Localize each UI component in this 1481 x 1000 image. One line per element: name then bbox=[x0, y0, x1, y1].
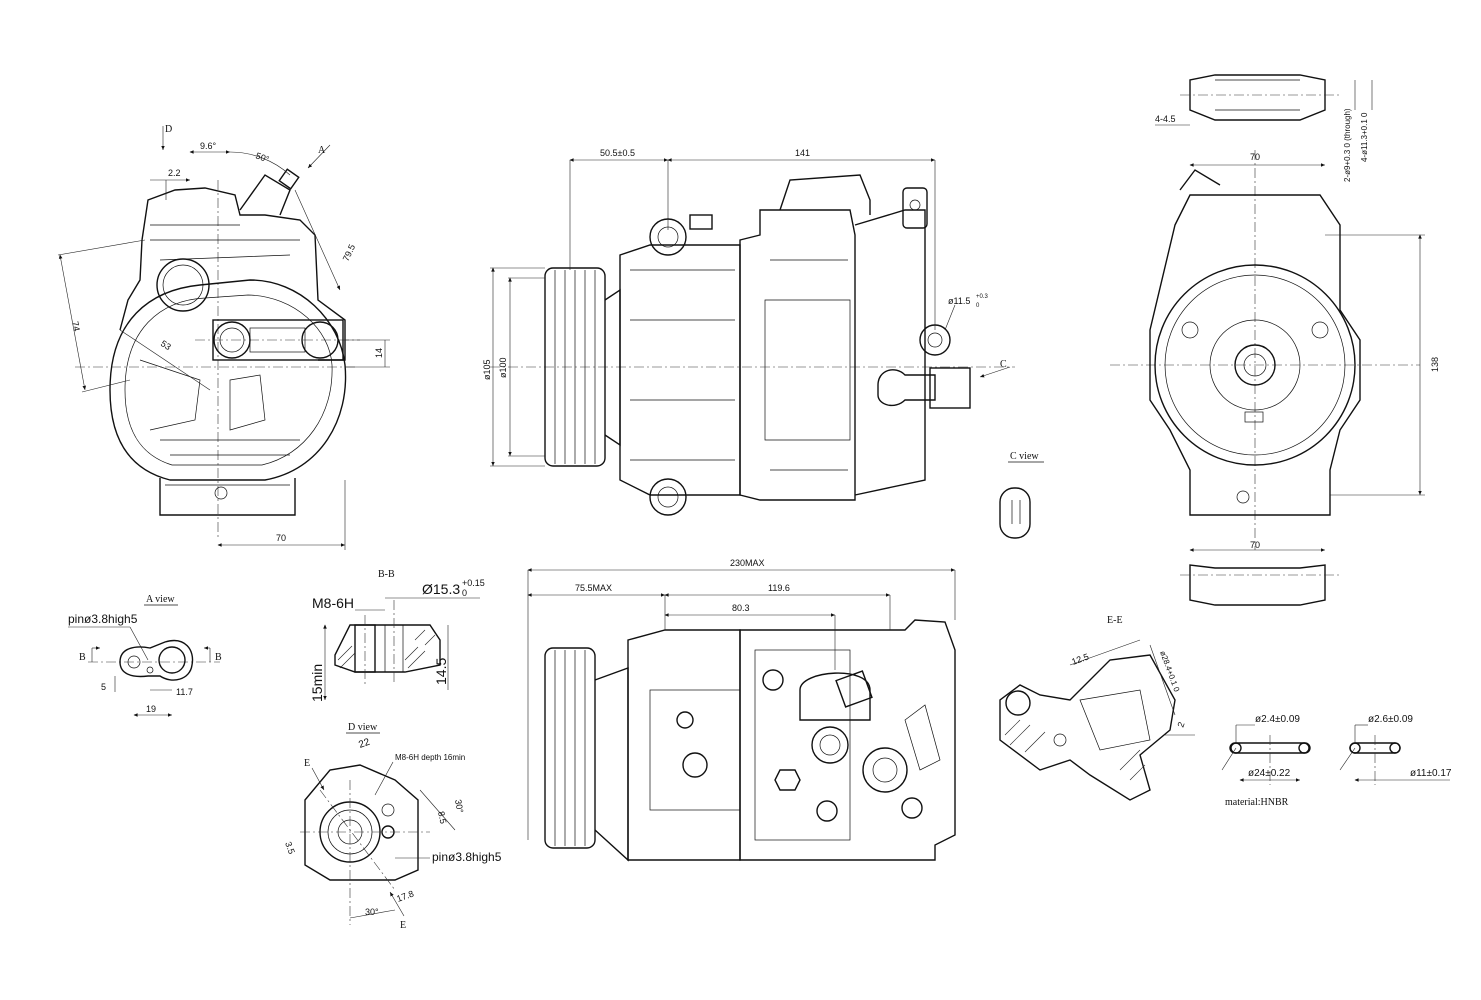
o-ring-1: ø2.4±0.09 ø24±0.22 material:HNBR bbox=[1221, 714, 1311, 808]
ee-section-detail: E-E 12.5 ø28.4+0.1 0 2 bbox=[999, 615, 1195, 801]
ee-dim-28.4: ø28.4+0.1 0 bbox=[1158, 650, 1181, 694]
dim-50.5: 50.5±0.5 bbox=[600, 148, 635, 158]
svg-text:+0.15: +0.15 bbox=[462, 578, 485, 588]
bb-bore: Ø15.3 bbox=[422, 581, 460, 597]
dim-4-4.5: 4-4.5 bbox=[1155, 114, 1176, 124]
o-ring-2: ø2.6±0.09 ø11±0.17 bbox=[1339, 714, 1452, 785]
d-pin-note: pinø3.8high5 bbox=[432, 850, 502, 864]
dim-through-holes: 2-ø9+0.3 0 (through) bbox=[1343, 108, 1352, 182]
section-b-right: B bbox=[215, 652, 222, 663]
dim-80.3: 80.3 bbox=[732, 603, 750, 613]
top-view-bottom: 230MAX 75.5MAX 119.6 80.3 bbox=[527, 558, 956, 862]
dim-74: 74 bbox=[70, 320, 82, 332]
view-marker-c: C bbox=[1000, 359, 1007, 370]
bb-thread: M8-6H bbox=[312, 595, 354, 611]
d-view-title: D view bbox=[348, 722, 378, 733]
a-view-detail: A view pinø3.8high5 B B 5 11.7 19 bbox=[68, 594, 222, 717]
ee-dim-12.5: 12.5 bbox=[1070, 651, 1090, 666]
dim-dia-105: ø105 bbox=[482, 359, 492, 380]
d-angle-30-a: 30° bbox=[453, 799, 465, 815]
dim-119.6: 119.6 bbox=[768, 583, 790, 593]
a-dim-5: 5 bbox=[101, 682, 106, 692]
d-view-detail: D view E E 22 M8-6H depth 16min 30° 8.5 … bbox=[283, 722, 502, 931]
a-dim-19: 19 bbox=[146, 704, 156, 714]
front-view-right: 70 70 138 4-4.5 2-ø9+0.3 0 (through) 4-ø… bbox=[1110, 74, 1440, 606]
section-e-bottom: E bbox=[400, 920, 406, 931]
dim-53: 53 bbox=[159, 338, 173, 352]
material-note: material:HNBR bbox=[1225, 797, 1289, 808]
front-view-left: 2.2 9.6° 50° 79.5 74 53 14 70 D A bbox=[57, 124, 390, 550]
dim-hole-11.5: ø11.5 bbox=[948, 296, 970, 306]
oring1-id: ø24±0.22 bbox=[1248, 768, 1291, 779]
a-view-pin-note: pinø3.8high5 bbox=[68, 612, 138, 626]
svg-text:+0.3: +0.3 bbox=[976, 294, 989, 300]
dim-138: 138 bbox=[1430, 357, 1440, 372]
c-view-detail: C view bbox=[999, 451, 1044, 539]
view-marker-d: D bbox=[165, 124, 172, 135]
section-b-left: B bbox=[79, 652, 86, 663]
dim-14: 14 bbox=[374, 348, 384, 358]
d-dim-17.8: 17.8 bbox=[395, 888, 415, 903]
oring2-section: ø2.6±0.09 bbox=[1368, 714, 1413, 725]
dim-dia-100: ø100 bbox=[498, 357, 508, 378]
d-dim-8.5: 8.5 bbox=[436, 810, 448, 824]
side-view-center: 50.5±0.5 141 ø105 ø100 ø11.5 +0.3 0 C bbox=[482, 148, 1015, 516]
dim-2.2: 2.2 bbox=[168, 168, 181, 178]
d-thread-note: M8-6H depth 16min bbox=[395, 753, 465, 762]
dim-4-holes: 4-ø11.3+0.1 0 bbox=[1360, 112, 1369, 162]
bb-height: 14.5 bbox=[433, 658, 449, 685]
dim-79.5: 79.5 bbox=[341, 243, 357, 263]
dim-75.5max: 75.5MAX bbox=[575, 583, 612, 593]
dim-70-bottom: 70 bbox=[1250, 540, 1260, 550]
dim-9.6-deg: 9.6° bbox=[200, 141, 217, 151]
dim-230max: 230MAX bbox=[730, 558, 765, 568]
dim-70-left: 70 bbox=[276, 533, 286, 543]
oring2-id: ø11±0.17 bbox=[1410, 768, 1452, 779]
c-view-title: C view bbox=[1010, 451, 1039, 462]
oring1-section: ø2.4±0.09 bbox=[1255, 714, 1300, 725]
svg-text:0: 0 bbox=[462, 588, 467, 598]
d-dim-22: 22 bbox=[357, 737, 372, 751]
ee-title: E-E bbox=[1107, 615, 1123, 626]
dim-70-top: 70 bbox=[1250, 152, 1260, 162]
bb-depth: 15min bbox=[309, 664, 325, 702]
view-marker-a: A bbox=[318, 145, 326, 156]
bb-section-detail: B-B M8-6H Ø15.3 +0.15 0 15min 14.5 bbox=[309, 569, 485, 702]
a-dim-11.7: 11.7 bbox=[176, 687, 193, 697]
d-angle-30-b: 30° bbox=[365, 907, 379, 917]
d-dim-3.5: 3.5 bbox=[283, 840, 297, 855]
ee-dim-2: 2 bbox=[1175, 721, 1186, 729]
a-view-title: A view bbox=[146, 594, 175, 605]
dim-141: 141 bbox=[795, 148, 810, 158]
section-e-top: E bbox=[304, 758, 310, 769]
bb-title: B-B bbox=[378, 569, 395, 580]
svg-text:0: 0 bbox=[976, 303, 980, 309]
dim-50-deg: 50° bbox=[254, 150, 271, 164]
